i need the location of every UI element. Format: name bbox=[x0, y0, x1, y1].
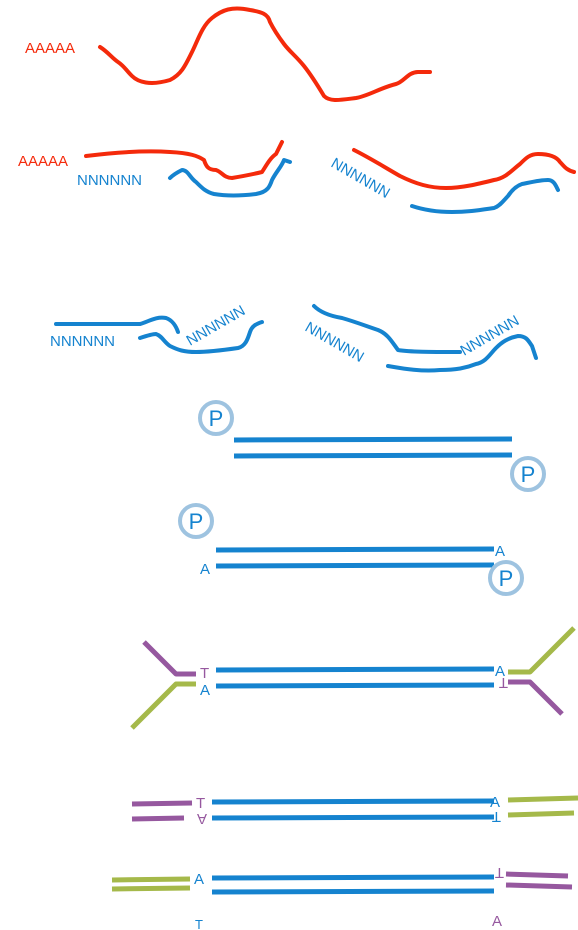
step-ligated-product-2: A T T A bbox=[112, 864, 572, 930]
dsdna-bottom-strand bbox=[216, 565, 494, 566]
adapter-purple-left-2 bbox=[132, 818, 184, 819]
dsdna-bottom-strand bbox=[234, 455, 512, 456]
mrna-strand bbox=[100, 8, 430, 100]
step-a-tailing: P A A P bbox=[180, 505, 522, 594]
step-first-strand: AAAAA NNNNNN NNNNNN bbox=[18, 142, 574, 212]
random-primer-label-2: NNNNNN bbox=[328, 155, 393, 202]
adapter-green-right-2 bbox=[508, 813, 574, 815]
step-second-strand: NNNNNN NNNNNN NNNNNN NNNNNN bbox=[50, 302, 536, 370]
t-overhang-left: T bbox=[196, 795, 205, 812]
random-primer-label-1: NNNNNN bbox=[77, 172, 142, 189]
dsdna-top-strand bbox=[212, 801, 494, 802]
adapter-green-left bbox=[112, 879, 190, 880]
adapter-purple-right bbox=[508, 682, 562, 714]
dsdna-top-strand bbox=[216, 549, 494, 550]
adapter-purple-left bbox=[144, 642, 196, 674]
phosphate-label-2: P bbox=[521, 462, 536, 487]
dsdna-top-strand bbox=[234, 439, 512, 440]
phosphate-label-4: P bbox=[499, 566, 514, 591]
adapter-green-left bbox=[132, 684, 196, 728]
cdna-fragment-right bbox=[412, 180, 558, 212]
step-ligated-product-1: T A A T bbox=[132, 794, 578, 827]
adapter-green-right bbox=[508, 798, 578, 800]
adapter-green-right bbox=[508, 628, 574, 672]
adapter-purple-right bbox=[506, 874, 568, 876]
adapter-purple-left bbox=[132, 803, 192, 804]
dsdna-top-strand bbox=[212, 877, 494, 878]
a-overhang-left: A bbox=[197, 810, 207, 827]
random-primer-label-5: NNNNNN bbox=[302, 319, 367, 366]
dsdna-bottom-strand bbox=[216, 685, 494, 686]
polya-label-1: AAAAA bbox=[25, 40, 75, 57]
phosphate-label-3: P bbox=[189, 509, 204, 534]
random-primer-label-4: NNNNNN bbox=[184, 302, 249, 349]
phosphate-label-1: P bbox=[209, 406, 224, 431]
step-end-repair: P P bbox=[200, 402, 544, 490]
a-overhang-right: A bbox=[492, 913, 502, 930]
adapter-green-left-2 bbox=[112, 888, 190, 889]
t-overhang-right: T bbox=[492, 808, 501, 825]
a-overhang-bottom: A bbox=[200, 561, 210, 578]
a-overhang-top: A bbox=[495, 543, 505, 560]
step-mrna: AAAAA bbox=[25, 8, 430, 100]
t-overhang-right: T bbox=[495, 864, 504, 881]
adapter-purple-right-2 bbox=[506, 885, 572, 887]
random-primer-label-3: NNNNNN bbox=[50, 333, 115, 350]
t-overhang-right: T bbox=[499, 674, 508, 691]
a-overhang-left: A bbox=[200, 682, 210, 699]
dsdna-bottom-strand bbox=[212, 891, 494, 892]
polya-label-2: AAAAA bbox=[18, 153, 68, 170]
dsdna-top-strand bbox=[216, 669, 494, 670]
t-overhang-left: T bbox=[195, 917, 203, 930]
ds-cdna-left-top bbox=[56, 318, 178, 332]
dsdna-bottom-strand bbox=[212, 817, 494, 818]
t-overhang-left: T bbox=[200, 665, 209, 682]
a-overhang-left: A bbox=[194, 871, 204, 888]
step-adapter-ligation: T A A T bbox=[132, 628, 574, 728]
